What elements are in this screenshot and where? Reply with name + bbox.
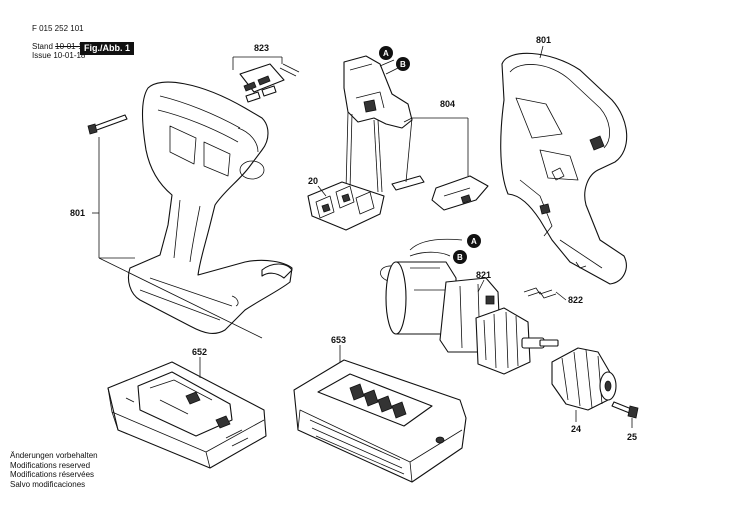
spring-clip-drawing bbox=[523, 287, 557, 299]
label-804: 804 bbox=[440, 99, 455, 109]
connector-a-motor: A bbox=[467, 234, 481, 248]
label-801-left: 801 bbox=[70, 208, 85, 218]
callout-chuck-screw: 25 bbox=[627, 418, 637, 442]
stand-row: Stand 10-01-12 bbox=[32, 42, 87, 52]
label-25: 25 bbox=[627, 432, 637, 442]
document-number: F 015 252 101 bbox=[32, 24, 84, 33]
connector-b-top: B bbox=[396, 57, 410, 71]
figure-tag: Fig./Abb. 1 bbox=[80, 42, 134, 55]
callout-battery: 652 bbox=[192, 347, 207, 378]
callout-charger: 653 bbox=[331, 335, 346, 362]
connector-a-top: A bbox=[379, 46, 393, 60]
chuck-drawing bbox=[551, 347, 617, 411]
label-24: 24 bbox=[571, 424, 581, 434]
issue-row: Issue 10-01-18 bbox=[32, 51, 85, 61]
callout-contact-block: 20 bbox=[308, 176, 327, 197]
contact-block-drawing bbox=[307, 181, 385, 231]
housing-screw-icon bbox=[87, 114, 128, 135]
label-823: 823 bbox=[254, 43, 269, 53]
issue-date: 10-01-18 bbox=[53, 51, 86, 60]
housing-left-drawing bbox=[87, 81, 293, 335]
footer-line-fr: Modifications réservées bbox=[10, 470, 95, 479]
label-652: 652 bbox=[192, 347, 207, 357]
connector-a-motor-label: A bbox=[471, 237, 477, 246]
charger-drawing bbox=[293, 359, 467, 483]
housing-right-drawing bbox=[500, 52, 628, 285]
connector-b-motor-label: B bbox=[457, 253, 463, 262]
callout-spring-clip: 822 bbox=[555, 291, 583, 305]
callout-switch-cover: 823 bbox=[232, 43, 283, 70]
connector-a-label: A bbox=[383, 49, 389, 58]
callout-switch-kit: 804 bbox=[403, 99, 469, 183]
callout-housing-right: 801 bbox=[536, 35, 551, 59]
switch-cover-drawing bbox=[239, 63, 300, 103]
footer-notes: Änderungen vorbehalten Modifications res… bbox=[10, 451, 98, 489]
stand-date: 10-01-12 bbox=[55, 42, 88, 51]
connector-b-label: B bbox=[400, 60, 406, 69]
issue-label: Issue bbox=[32, 51, 52, 60]
footer-line-es: Salvo modificaciones bbox=[10, 479, 86, 489]
switch-drawing bbox=[343, 55, 413, 193]
label-801-right: 801 bbox=[536, 35, 551, 45]
label-821: 821 bbox=[476, 270, 491, 280]
switch-kit-drawing bbox=[391, 175, 489, 211]
label-20: 20 bbox=[308, 176, 318, 186]
chuck-screw-drawing bbox=[611, 401, 639, 419]
callout-housing-left: 801 bbox=[70, 137, 263, 339]
callout-motor-gear: 821 bbox=[476, 270, 491, 293]
callout-chuck: 24 bbox=[571, 410, 581, 434]
motor-gear-drawing bbox=[380, 238, 559, 375]
footer-line-de: Änderungen vorbehalten bbox=[10, 451, 98, 460]
label-653: 653 bbox=[331, 335, 346, 345]
footer-line-en: Modifications reserved bbox=[10, 460, 91, 470]
battery-drawing bbox=[107, 361, 267, 469]
label-822: 822 bbox=[568, 295, 583, 305]
stand-label: Stand bbox=[32, 42, 53, 51]
connector-b-motor: B bbox=[453, 250, 467, 264]
